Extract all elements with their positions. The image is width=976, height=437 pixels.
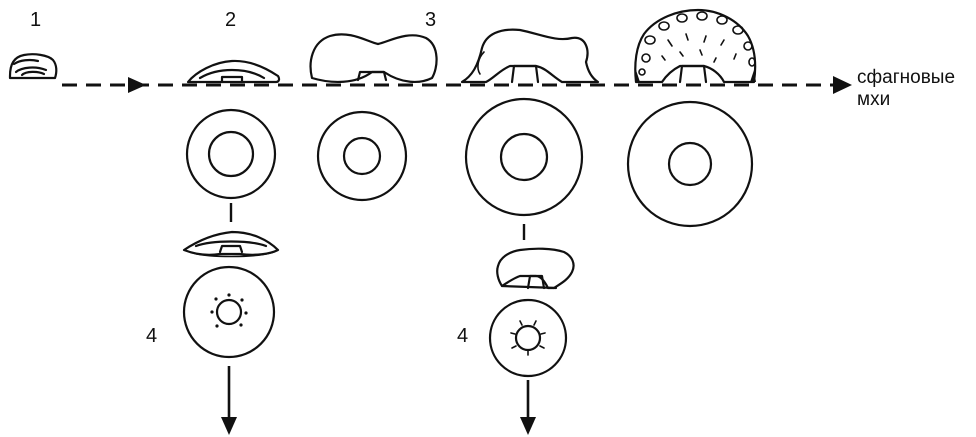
sphagnum-moss-label-line1: сфагновые bbox=[857, 67, 956, 88]
ring-stage2b bbox=[316, 110, 408, 202]
stage3-profile-sphagnum-dome bbox=[634, 8, 757, 84]
stage4-left-profile bbox=[182, 230, 280, 258]
moss-axis-arrowhead bbox=[833, 76, 852, 94]
left-decay-arrowhead bbox=[221, 417, 237, 435]
stage2-profile-cushion bbox=[309, 33, 438, 84]
stage1-label: 1 bbox=[30, 9, 42, 31]
ring-stage2 bbox=[185, 108, 277, 200]
stage4-left-label: 4 bbox=[146, 325, 158, 347]
stage4-right-profile bbox=[496, 247, 575, 290]
stage2-profile-flat bbox=[186, 59, 281, 84]
stage1-hummock bbox=[8, 53, 58, 80]
ring-stage3 bbox=[464, 97, 584, 217]
right-decay-arrowhead bbox=[520, 417, 536, 435]
stage3-label: 3 bbox=[425, 9, 437, 31]
ring-stage4-left bbox=[182, 265, 276, 359]
ring-stage4-right bbox=[488, 298, 568, 378]
stage3-profile-mound bbox=[460, 28, 600, 84]
ring-stage3b bbox=[626, 100, 754, 228]
stage2-label: 2 bbox=[225, 9, 237, 31]
stage4-right-label: 4 bbox=[457, 325, 469, 347]
sphagnum-moss-label-line2: мхи bbox=[857, 89, 891, 110]
stage1-arrowhead bbox=[128, 77, 146, 93]
